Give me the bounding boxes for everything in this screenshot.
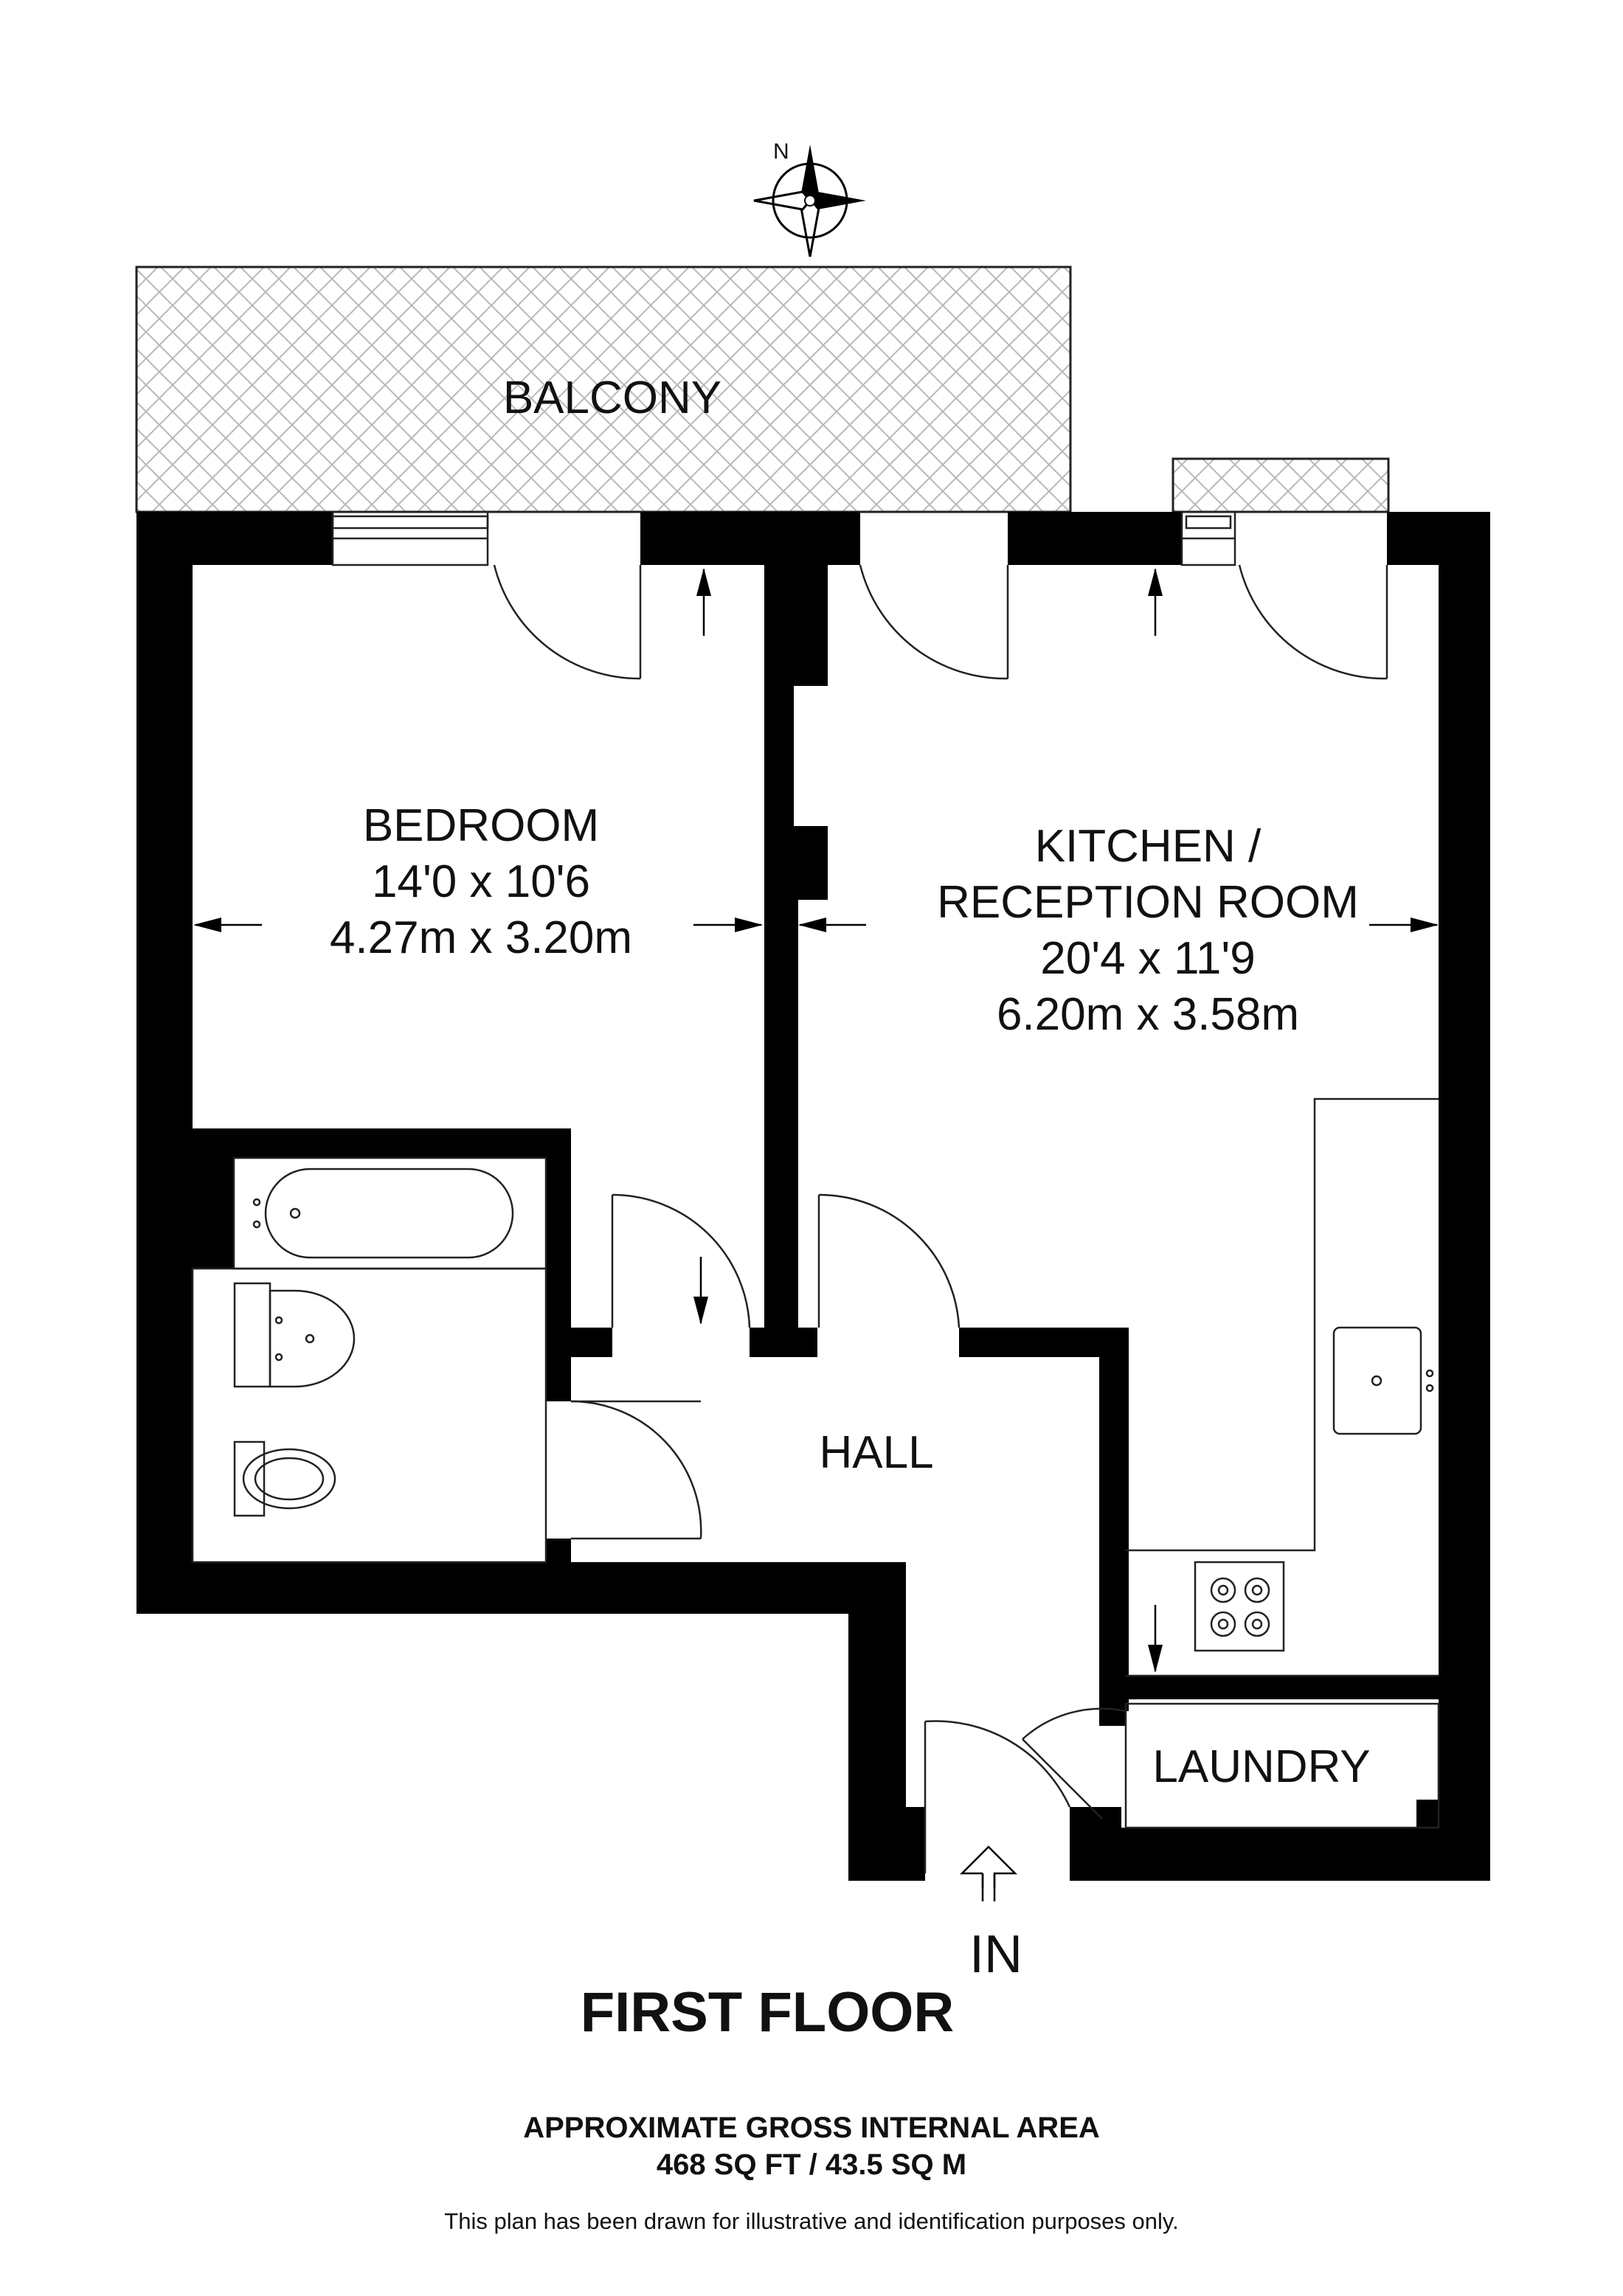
dimension-arrow [693,1257,708,1325]
area-title: APPROXIMATE GROSS INTERNAL AREA [523,2112,1100,2144]
bedroom-label: BEDROOM [363,800,599,851]
interior-walls [193,565,1439,1829]
door [570,1400,702,1540]
laundry-label: LAUNDRY [1152,1741,1370,1792]
window [331,510,489,566]
hall-label: HALL [819,1427,933,1478]
disclaimer: This plan has been drawn for illustrativ… [444,2208,1178,2234]
floor-title: FIRST FLOOR [581,1981,955,2044]
door [859,564,1009,680]
door [1238,564,1388,680]
kitchen-metric: 6.20m x 3.58m [997,989,1299,1040]
kitchen-counter [1126,1097,1439,1677]
exterior-walls [136,512,1490,1881]
sink-icon [1332,1326,1434,1435]
door [817,1193,961,1328]
dimension-arrow [1148,568,1163,636]
hob-icon [1194,1561,1285,1652]
basin-icon [233,1282,356,1388]
toilet-icon [233,1440,336,1517]
balcony-label: BALCONY [503,372,721,423]
door [493,564,642,680]
bedroom-metric: 4.27m x 3.20m [330,912,632,963]
window [1180,510,1236,566]
small-balcony-area [1172,457,1390,513]
area-value: 468 SQ FT / 43.5 SQ M [657,2148,966,2181]
kitchen-label-line1: KITCHEN / [1035,821,1262,872]
entrance-arrow-icon [959,1845,1018,1901]
dimension-arrow [1148,1605,1163,1673]
kitchen-imperial: 20'4 x 11'9 [1040,933,1255,984]
bathroom-outline [191,1267,547,1564]
entrance-label: IN [969,1925,1022,1984]
compass-north-label: N [773,139,789,164]
balcony-area [135,266,1072,513]
door [924,1720,1071,1873]
compass-icon [753,145,866,257]
door [611,1193,751,1328]
kitchen-label-line2: RECEPTION ROOM [937,877,1359,928]
dimension-arrow [193,918,763,932]
dimension-arrow [696,568,711,636]
bathtub-icon [232,1156,547,1270]
door [1022,1707,1127,1820]
bedroom-imperial: 14'0 x 10'6 [372,856,590,907]
laundry-unit [1124,1702,1440,1829]
dimension-arrow [798,918,1439,932]
